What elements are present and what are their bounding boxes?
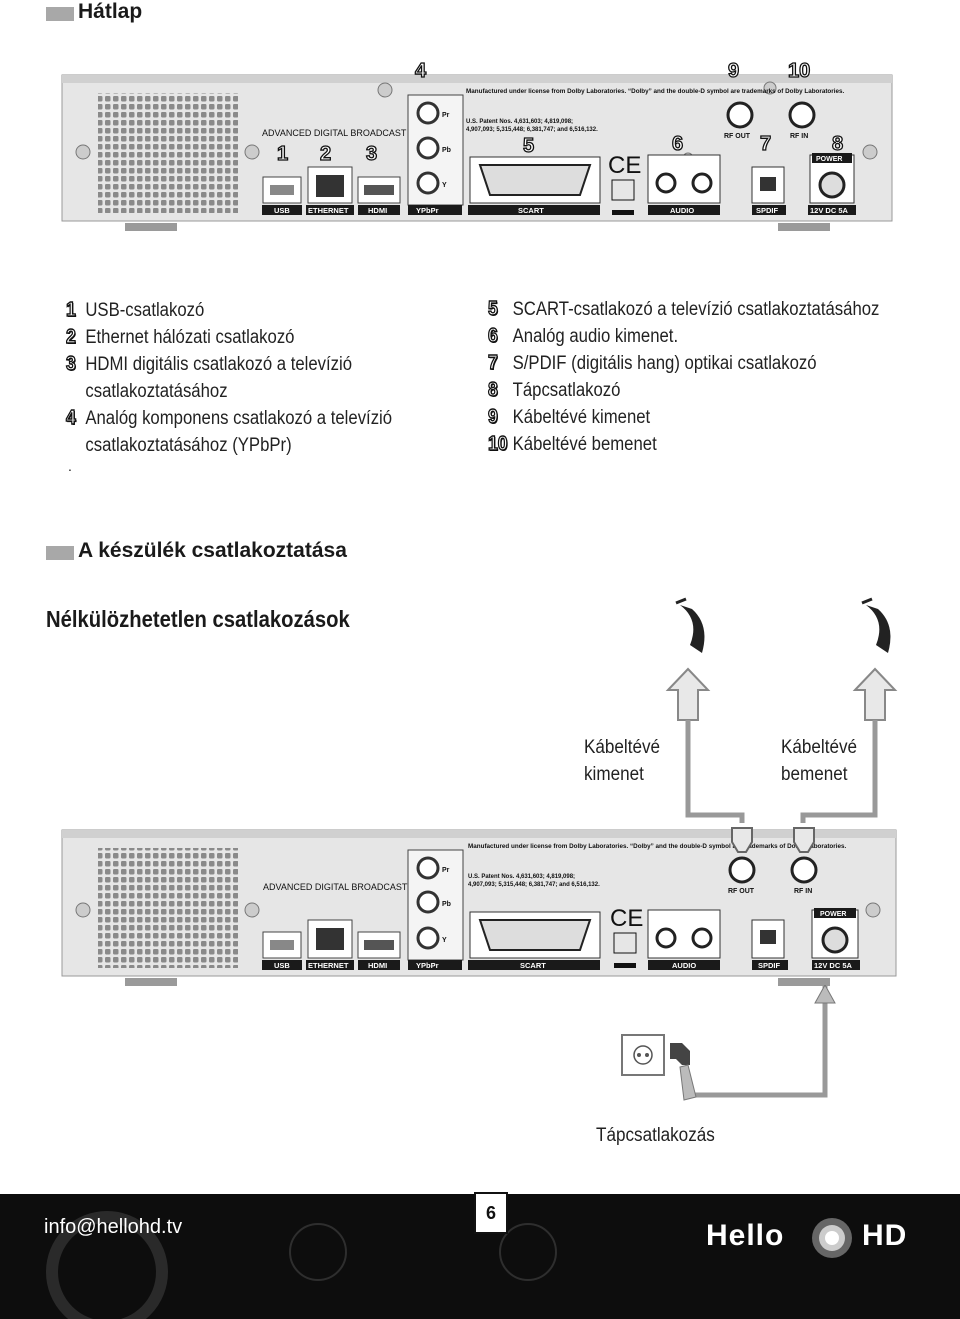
svg-text:U.S. Patent Nos. 4,631,603;: U.S. Patent Nos. 4,631,603; 4,819,098; — [468, 874, 575, 880]
svg-text:Manufactured under license fro: Manufactured under license from Dolby La… — [468, 843, 846, 850]
wall-outlet-icon — [621, 1034, 665, 1076]
callout-5: 5 — [523, 135, 534, 157]
svg-text:ADVANCED DIGITAL BROADCAST: ADVANCED DIGITAL BROADCAST — [263, 882, 408, 892]
callout-8: 8 — [832, 133, 843, 155]
vent-grille — [98, 93, 238, 213]
svg-text:Pb: Pb — [442, 901, 451, 908]
callout-2: 2 — [320, 143, 331, 165]
license-text: Manufactured under license from Dolby La… — [466, 88, 844, 95]
section-marker — [46, 6, 74, 21]
svg-text:YPbPr: YPbPr — [416, 961, 439, 970]
svg-text:RF OUT: RF OUT — [728, 888, 755, 895]
svg-text:AUDIO: AUDIO — [672, 961, 696, 970]
svg-text:ETHERNET: ETHERNET — [308, 961, 349, 970]
footer: info@hellohd.tv 6 Hello HD — [0, 1192, 960, 1319]
svg-text:SCART: SCART — [520, 961, 546, 970]
svg-text:Pr: Pr — [442, 867, 450, 874]
svg-text:POWER: POWER — [820, 911, 846, 918]
pr-label: Pr — [442, 112, 450, 119]
port-scart: SCART — [518, 206, 544, 215]
page-number: 6 — [474, 1192, 508, 1234]
port-power: 12V DC 5A — [810, 206, 849, 215]
brand-text: ADVANCED DIGITAL BROADCAST — [262, 128, 407, 138]
arrow-up-icon — [665, 667, 711, 721]
port-ethernet: ETHERNET — [308, 206, 349, 215]
svg-text:RF IN: RF IN — [794, 888, 812, 895]
y-label: Y — [442, 182, 447, 189]
section-title-connection: A készülék csatlakoztatása — [46, 539, 347, 563]
rear-panel-connection-diagram: Manufactured under license from Dolby La… — [61, 827, 897, 986]
svg-text:4,907,093; 5,315,448; 6,381,74: 4,907,093; 5,315,448; 6,381,747; and 6,5… — [468, 882, 600, 888]
pb-label: Pb — [442, 147, 451, 154]
svg-text:Y: Y — [442, 937, 447, 944]
power-label: POWER — [816, 156, 842, 163]
svg-text:USB: USB — [274, 961, 290, 970]
power-plug-icon — [670, 1043, 690, 1065]
email-link[interactable]: info@hellohd.tv — [44, 1216, 183, 1238]
callout-6: 6 — [672, 133, 683, 155]
callout-10: 10 — [788, 60, 810, 82]
port-spdif: SPDIF — [756, 206, 779, 215]
rf-out-label: RF OUT — [724, 133, 751, 140]
callout-7: 7 — [760, 133, 771, 155]
port-audio: AUDIO — [670, 206, 694, 215]
ce-mark: CE — [608, 152, 641, 179]
svg-text:HDMI: HDMI — [368, 961, 387, 970]
callout-9: 9 — [728, 60, 739, 82]
arrow-up-icon — [852, 667, 898, 721]
cable-plug-icon — [675, 597, 705, 653]
callout-3: 3 — [366, 143, 377, 165]
svg-text:SPDIF: SPDIF — [758, 961, 781, 970]
cable-diagram — [665, 597, 898, 823]
logo-hd: HD — [862, 1219, 908, 1252]
logo-hello: Hello — [706, 1219, 785, 1252]
port-usb: USB — [274, 206, 290, 215]
rf-in-label: RF IN — [790, 133, 808, 140]
patent-line-1: U.S. Patent Nos. 4,631,603; 4,819,098; — [466, 119, 573, 125]
callout-4: 4 — [415, 60, 427, 82]
cable-plug-icon — [861, 597, 891, 653]
port-hdmi: HDMI — [368, 206, 387, 215]
svg-text:12V DC 5A: 12V DC 5A — [814, 961, 853, 970]
patent-line-2: 4,907,093; 5,315,448; 6,381,747; and 6,5… — [466, 127, 598, 133]
section-title-back-panel: Hátlap — [46, 0, 142, 24]
cable-out-label: Kábeltévé kimenet — [584, 737, 661, 785]
legend-item: csatlakoztatásához — [85, 381, 228, 402]
power-connection-label: Tápcsatlakozás — [596, 1125, 715, 1146]
callout-1: 1 — [277, 143, 288, 165]
port-ypbpr: YPbPr — [416, 206, 439, 215]
svg-text:CE: CE — [610, 905, 643, 932]
legend-item: csatlakoztatásához (YPbPr) — [85, 435, 292, 456]
subheading: Nélkülözhetetlen csatlakozások — [46, 606, 350, 632]
rear-panel-diagram: 1 2 3 4 5 6 7 8 9 10 Manufactured under … — [61, 59, 893, 231]
power-cable-diagram — [621, 985, 836, 1101]
cable-in-label: Kábeltévé bemenet — [781, 737, 858, 785]
stray-dot: . — [68, 458, 72, 474]
section-marker — [46, 545, 74, 560]
